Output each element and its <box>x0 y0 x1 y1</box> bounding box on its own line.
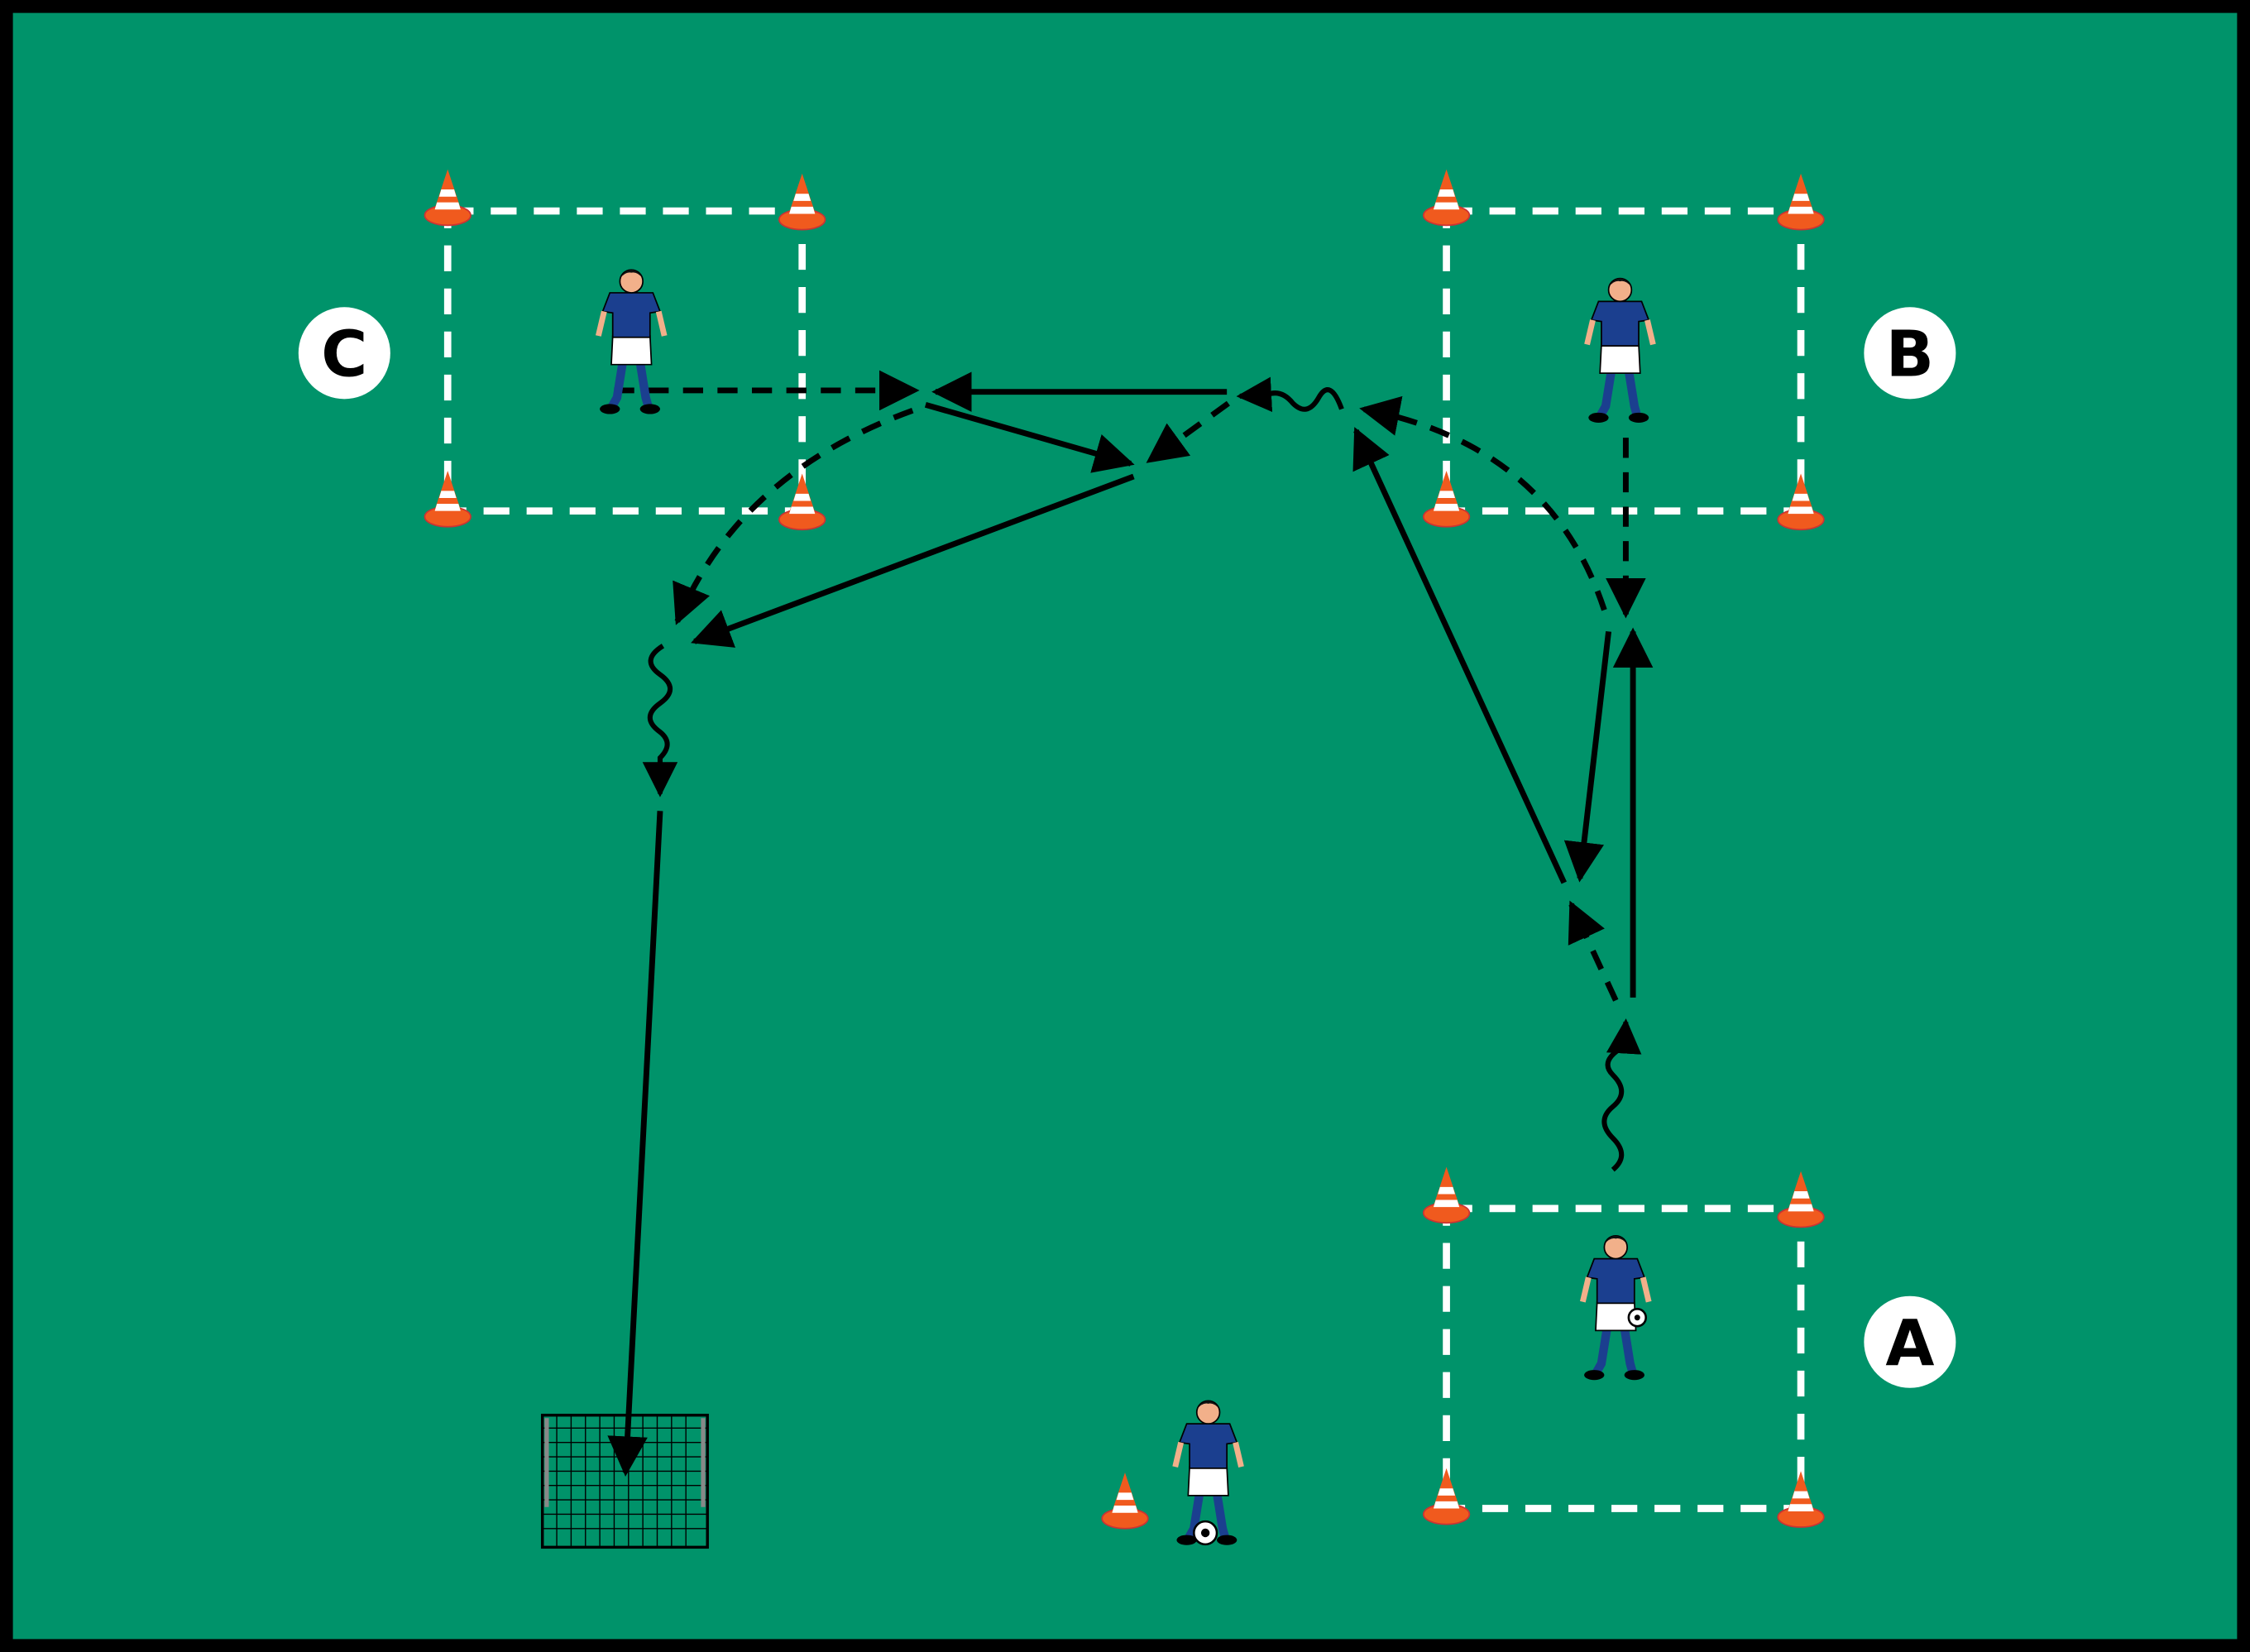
dribble-line <box>1236 376 1344 413</box>
pass-line <box>924 401 1135 473</box>
dribble-line <box>642 644 678 797</box>
dribble-line <box>1601 1018 1642 1172</box>
ball-icon <box>1192 1520 1218 1546</box>
zone-c <box>443 207 807 515</box>
run-line <box>673 407 914 625</box>
svg-text:C: C <box>321 318 367 392</box>
shot-line <box>607 811 663 1477</box>
zone-label-c: C <box>298 307 390 400</box>
pass-line <box>1352 427 1567 884</box>
zone-label-a: A <box>1864 1295 1956 1388</box>
svg-text:B: B <box>1886 318 1934 392</box>
zone-a <box>1443 1204 1805 1512</box>
run-line <box>1359 395 1607 611</box>
zone-label-b: B <box>1864 307 1956 400</box>
goal <box>540 1413 709 1549</box>
run-line <box>1146 400 1230 463</box>
run-line <box>1568 900 1619 1002</box>
pass-line <box>691 473 1135 648</box>
svg-text:A: A <box>1885 1307 1934 1381</box>
pitch <box>12 12 2238 1640</box>
ball-icon <box>1627 1308 1647 1328</box>
pass-line <box>1563 631 1612 883</box>
